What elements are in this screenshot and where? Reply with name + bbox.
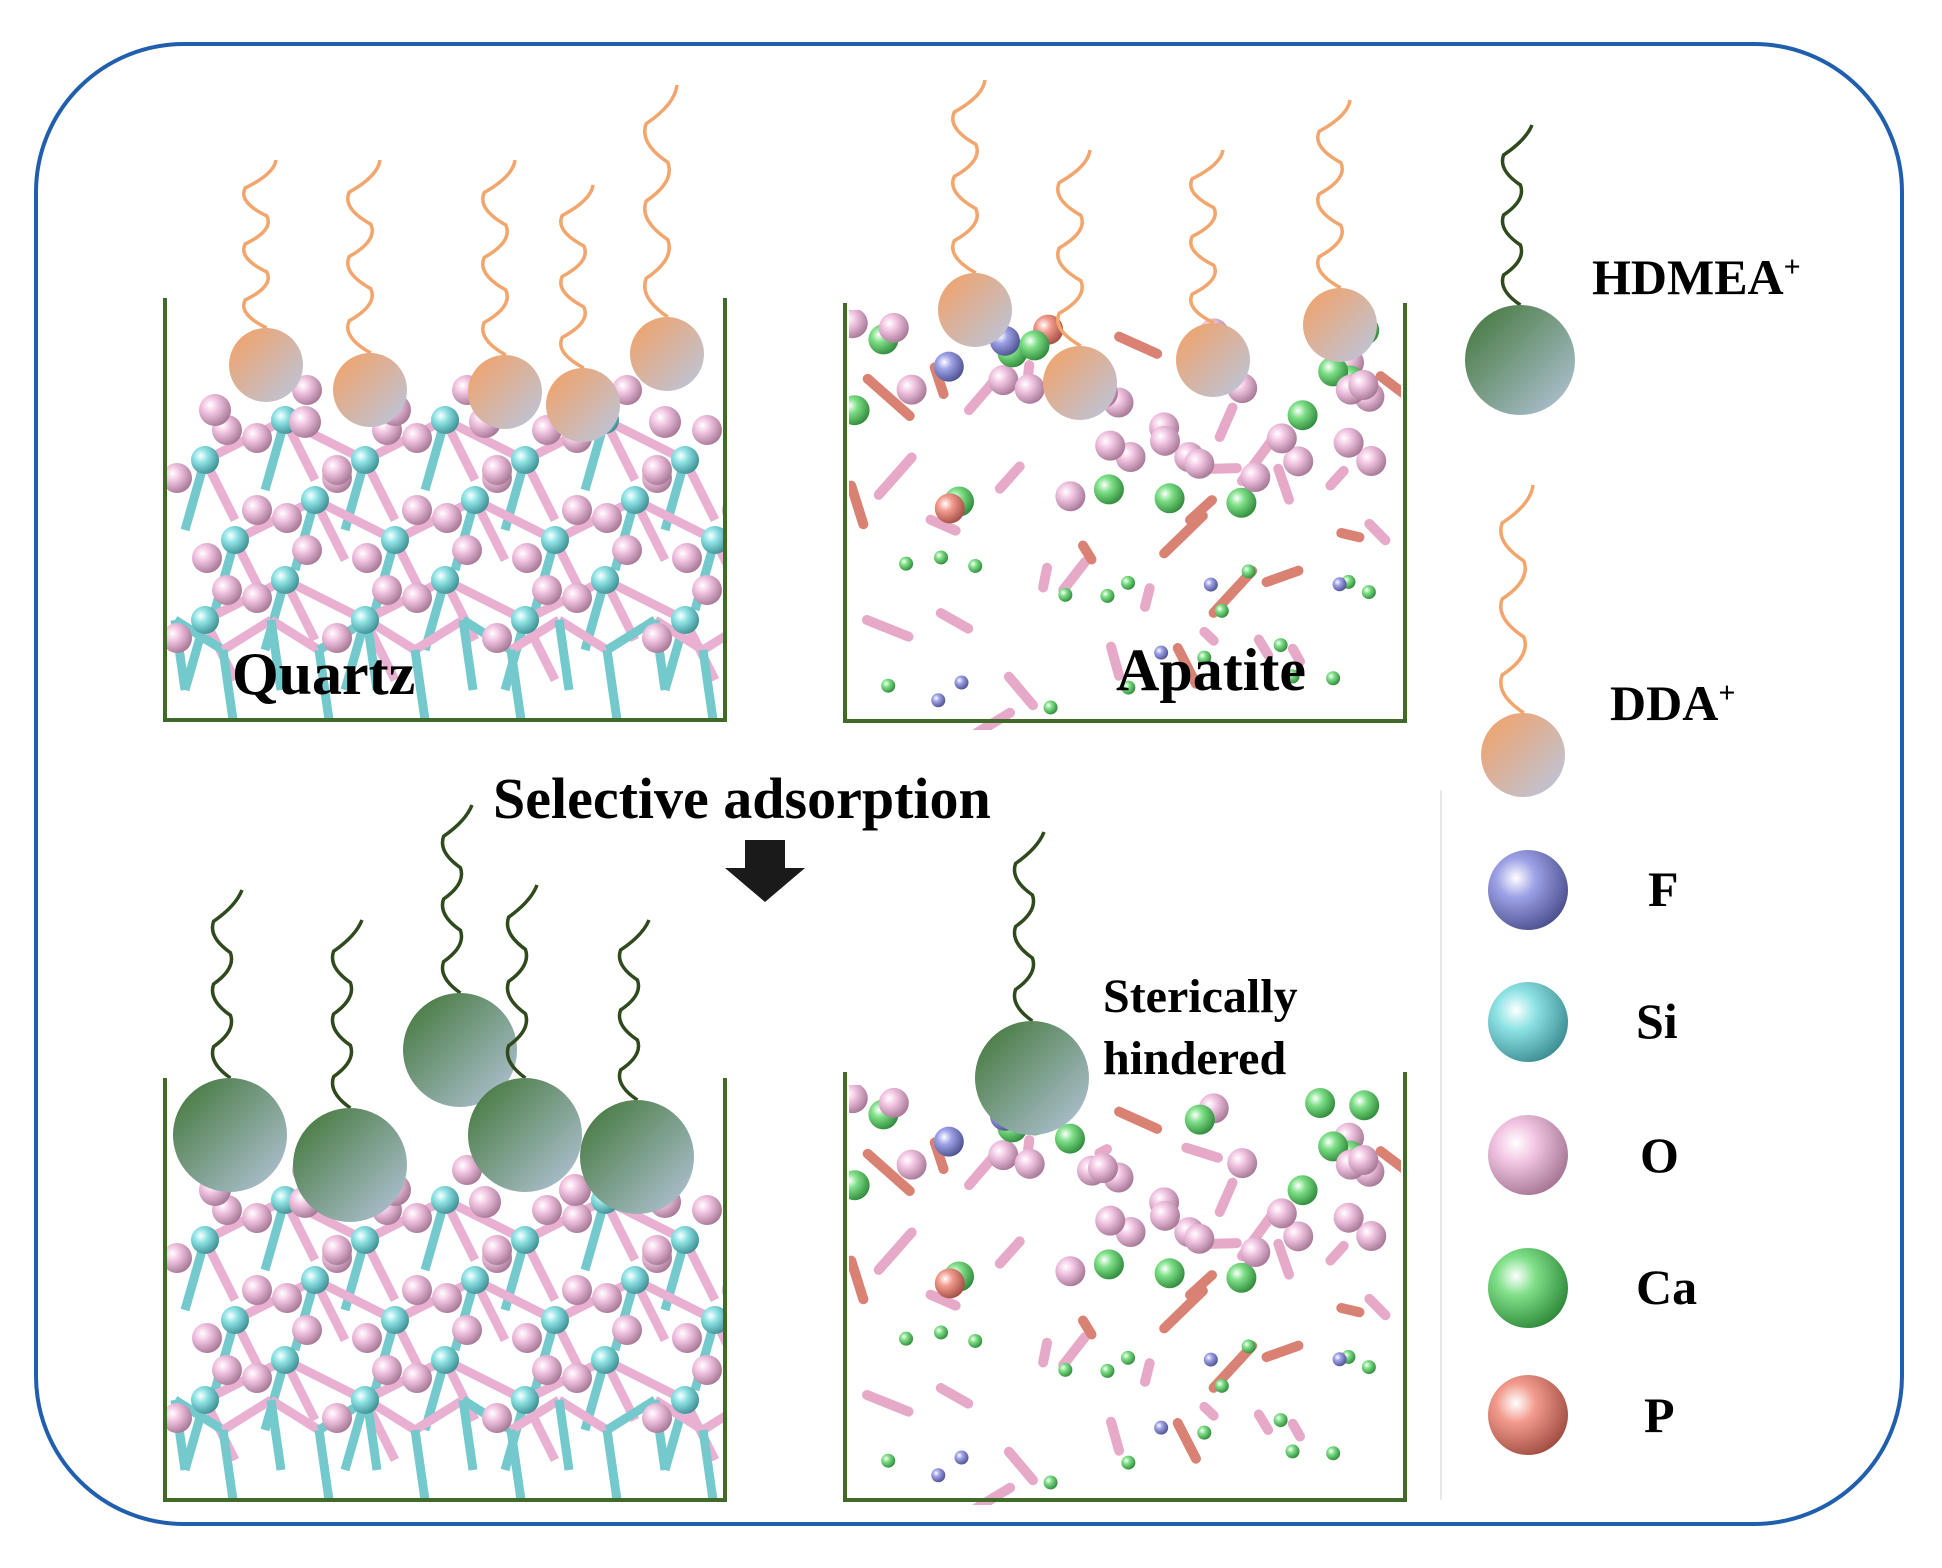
dda-quartz-0-head (229, 328, 303, 402)
dda-apatite-1-tail (1056, 149, 1092, 348)
dda-quartz-0-tail (242, 159, 278, 330)
hdmea-hindered-tail (1012, 831, 1046, 1023)
legend-atom-p-label: P (1644, 1387, 1675, 1443)
hdmea-hindered-head (975, 1021, 1089, 1135)
legend-atom-o-label: O (1640, 1127, 1679, 1183)
legend-dda-text: DDA (1610, 675, 1719, 731)
dda-quartz-1-head (333, 353, 407, 427)
legend-atom-o-sphere (1488, 1115, 1568, 1195)
hdmea-quartz-1-tail (330, 919, 364, 1110)
hdmea-quartz-2-head (403, 993, 517, 1107)
legend-atom-ca-label: Ca (1636, 1259, 1698, 1315)
dda-apatite-1-head (1043, 346, 1117, 420)
hdmea-quartz-4-head (580, 1100, 694, 1214)
rounded-frame (34, 42, 1904, 1526)
hdmea-quartz-3-head (468, 1078, 582, 1192)
hdmea-quartz-4-tail (617, 919, 651, 1102)
dda-quartz-3-tail (559, 184, 595, 370)
legend-atom-f-label: F (1648, 861, 1679, 917)
legend-atom-si-sphere (1488, 982, 1568, 1062)
hdmea-quartz-0-tail (210, 889, 244, 1080)
container-apatite-top (843, 303, 1407, 723)
legend-dda-label: DDA+ (1610, 674, 1735, 732)
container-quartz-top (163, 298, 727, 722)
dda-quartz-4-head (630, 317, 704, 391)
dda-quartz-4-tail (643, 84, 679, 319)
legend-dda-tail (1499, 484, 1535, 715)
legend-divider (1440, 790, 1442, 1500)
hdmea-quartz-2-tail (440, 804, 474, 995)
hdmea-quartz-1-head (293, 1108, 407, 1222)
container-quartz-bottom (163, 1078, 727, 1502)
sterically-hindered-label: Sterically hindered (1103, 966, 1298, 1090)
quartz-structure-bottom (165, 1155, 725, 1500)
dda-quartz-2-head (468, 355, 542, 429)
legend-hdmea-label: HDMEA+ (1592, 248, 1801, 306)
dda-apatite-2-tail (1189, 149, 1225, 325)
apatite-label: Apatite (1116, 637, 1306, 703)
down-arrow-icon (725, 840, 805, 902)
dda-quartz-1-tail (346, 159, 382, 355)
dda-apatite-3-head (1303, 288, 1377, 362)
quartz-label: Quartz (232, 641, 416, 707)
sterically-hindered-line1: Sterically (1103, 970, 1298, 1023)
dda-apatite-2-head (1176, 323, 1250, 397)
legend-hdmea-tail (1500, 124, 1534, 307)
legend-dda-head (1481, 713, 1565, 797)
legend-hdmea-head (1465, 305, 1575, 415)
dda-apatite-0-tail (951, 79, 987, 275)
container-apatite-bottom (843, 1072, 1407, 1502)
hdmea-quartz-3-tail (505, 884, 539, 1080)
sterically-hindered-line2: hindered (1103, 1032, 1287, 1085)
legend-atom-f-sphere (1488, 850, 1568, 930)
dda-apatite-0-head (938, 273, 1012, 347)
dda-apatite-3-tail (1316, 99, 1352, 290)
legend-atom-ca-sphere (1488, 1248, 1568, 1328)
dda-quartz-2-tail (481, 159, 517, 357)
legend-dda-sup: + (1718, 676, 1736, 710)
hdmea-quartz-0-head (173, 1078, 287, 1192)
dda-quartz-3-head (546, 368, 620, 442)
legend-atom-si-label: Si (1636, 993, 1678, 1049)
legend-atom-p-sphere (1488, 1375, 1568, 1455)
quartz-structure-top (165, 375, 725, 720)
legend-hdmea-sup: + (1783, 250, 1801, 284)
selective-adsorption-label: Selective adsorption (493, 766, 991, 831)
legend-hdmea-text: HDMEA (1592, 249, 1784, 305)
apatite-structure-bottom (849, 1085, 1401, 1505)
